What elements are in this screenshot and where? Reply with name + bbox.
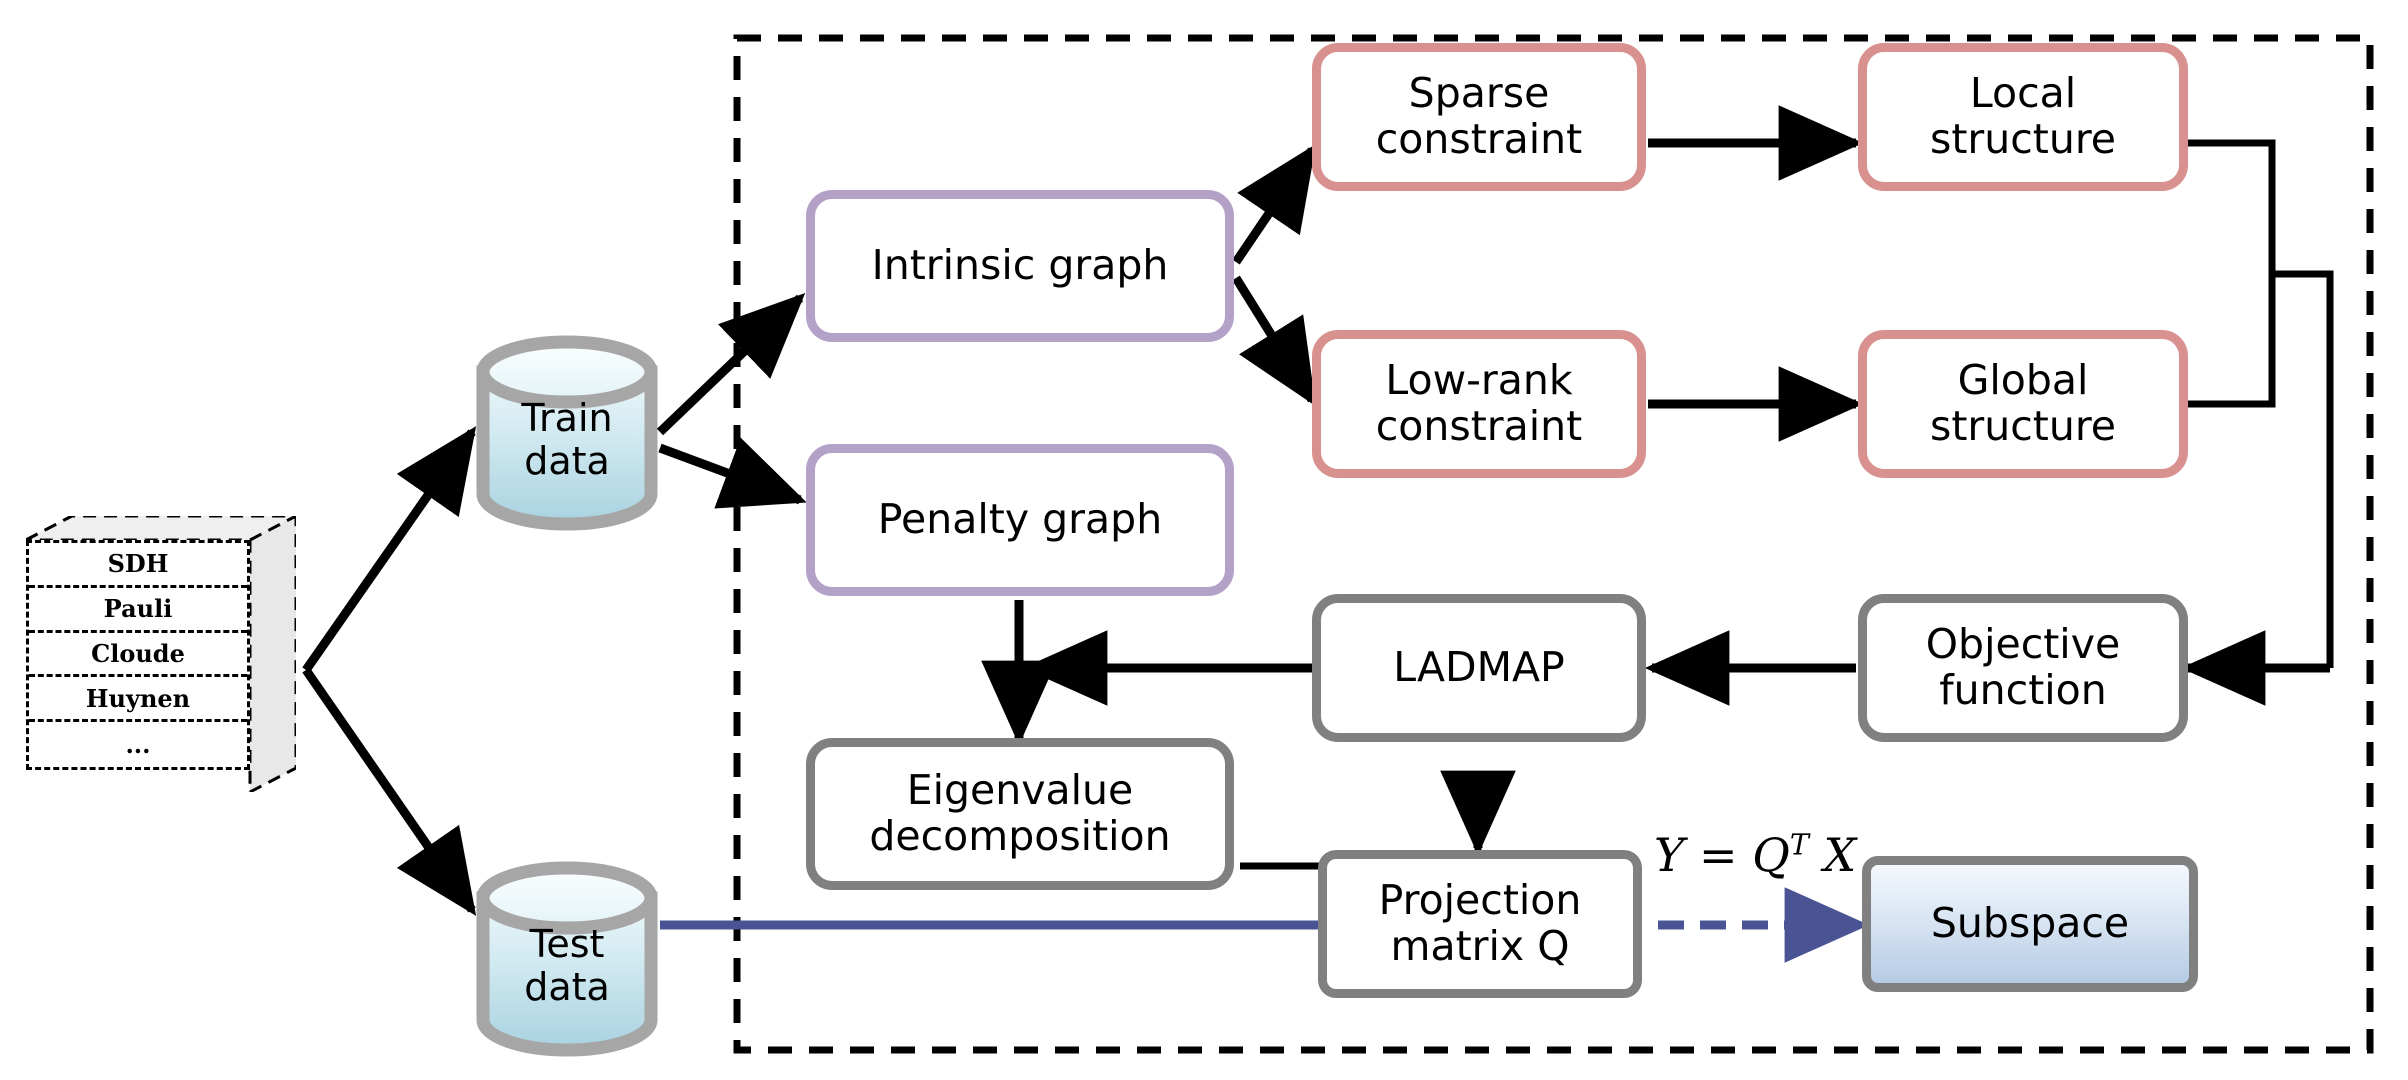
cube-row-sdh: SDH	[29, 543, 247, 588]
edge-local-merge	[2186, 139, 2276, 274]
projection-formula: Y = QT X	[1654, 828, 1856, 882]
edge-intrinsic-to-lowrank	[1232, 275, 1316, 407]
test-data-cylinder	[476, 861, 658, 1057]
train-data-label: Train data	[483, 380, 651, 500]
cube-row-list: SDH Pauli Cloude Huynen ...	[26, 540, 250, 770]
edge-global-merge	[2186, 274, 2276, 408]
node-subspace[interactable]: Subspace	[1862, 856, 2198, 992]
test-data-line1: Test	[529, 922, 605, 967]
formula-base: Y = Q	[1654, 828, 1790, 882]
cube-row-huynen: Huynen	[29, 677, 247, 723]
node-penalty-graph[interactable]: Penalty graph	[806, 444, 1234, 596]
low-rank-constraint-line2: constraint	[1375, 402, 1583, 450]
edge-cube-to-test	[302, 667, 477, 916]
node-low-rank-constraint[interactable]: Low-rank constraint	[1312, 330, 1646, 478]
global-structure-line2: structure	[1929, 402, 2117, 450]
projection-matrix-line1: Projection	[1378, 876, 1582, 925]
sparse-constraint-line1: Sparse	[1408, 69, 1550, 118]
formula-superscript: T	[1789, 828, 1809, 862]
ladmap-label: LADMAP	[1393, 643, 1565, 692]
global-structure-line1: Global	[1957, 356, 2089, 405]
node-local-structure[interactable]: Local structure	[1858, 43, 2188, 191]
edge-cube-to-train	[302, 426, 477, 673]
cube-row-more: ...	[125, 730, 151, 760]
edge-train-to-intrinsic	[656, 293, 806, 436]
feature-data-cube: SDH Pauli Cloude Huynen ...	[26, 516, 296, 792]
objective-function-line2: function	[1939, 666, 2107, 714]
cube-row-pauli: Pauli	[29, 588, 247, 633]
train-data-line1: Train	[521, 396, 613, 441]
node-global-structure[interactable]: Global structure	[1858, 330, 2188, 478]
low-rank-constraint-line1: Low-rank	[1385, 356, 1573, 405]
train-data-line2: data	[524, 439, 610, 483]
intrinsic-graph-label: Intrinsic graph	[871, 241, 1169, 290]
edge-train-to-penalty	[658, 437, 807, 509]
test-data-label: Test data	[483, 906, 651, 1026]
eigenvalue-line2: decomposition	[869, 812, 1171, 860]
framework-dashed-container	[733, 34, 2374, 1054]
projection-matrix-line2: matrix Q	[1390, 922, 1570, 970]
node-objective-function[interactable]: Objective function	[1858, 594, 2188, 742]
node-projection-matrix[interactable]: Projection matrix Q	[1318, 850, 1642, 998]
eigenvalue-line1: Eigenvalue	[906, 766, 1134, 815]
node-sparse-constraint[interactable]: Sparse constraint	[1312, 43, 1646, 191]
sparse-constraint-line2: constraint	[1375, 115, 1583, 163]
edge-intrinsic-to-sparse	[1232, 144, 1317, 265]
objective-function-line1: Objective	[1925, 620, 2121, 669]
penalty-graph-label: Penalty graph	[877, 495, 1163, 544]
local-structure-line2: structure	[1929, 115, 2117, 163]
node-intrinsic-graph[interactable]: Intrinsic graph	[806, 190, 1234, 342]
node-ladmap[interactable]: LADMAP	[1312, 594, 1646, 742]
cube-row-cloude: Cloude	[29, 633, 247, 678]
subspace-label: Subspace	[1930, 899, 2130, 948]
edge-merge-to-objective	[2272, 270, 2334, 668]
local-structure-line1: Local	[1969, 69, 2077, 118]
formula-tail: X	[1808, 828, 1857, 882]
node-eigenvalue-decomposition[interactable]: Eigenvalue decomposition	[806, 738, 1234, 890]
test-data-line2: data	[524, 965, 610, 1009]
train-data-cylinder	[476, 335, 658, 531]
